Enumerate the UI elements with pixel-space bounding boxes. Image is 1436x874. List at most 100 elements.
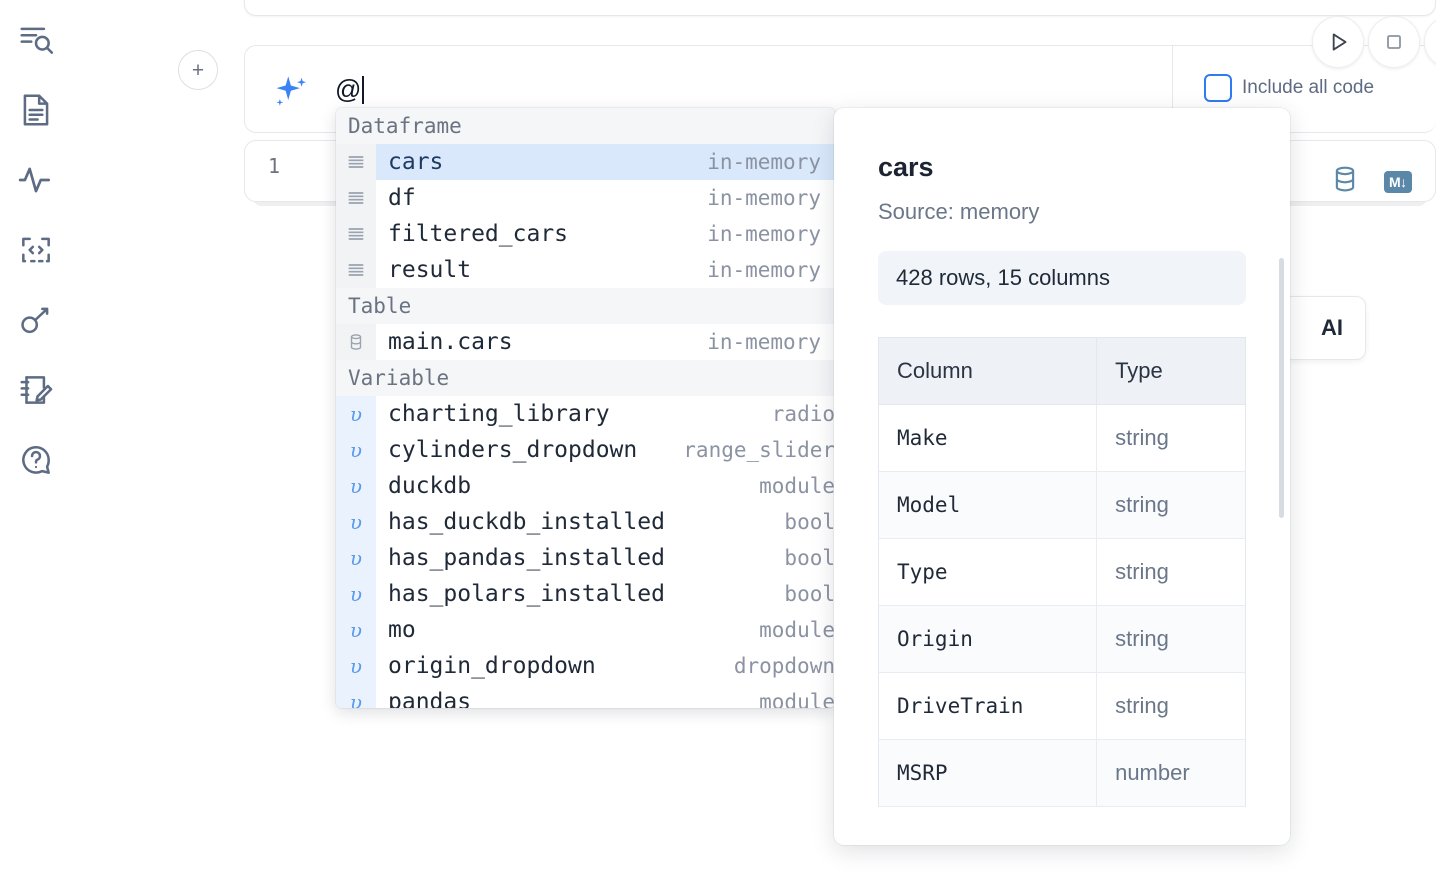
code-snippet-icon[interactable] xyxy=(14,228,58,272)
code-line-number: 1 xyxy=(268,154,281,178)
autocomplete-item[interactable]: υ has_duckdb_installed bool xyxy=(336,504,835,540)
detail-schema-table: Column Type Make string Model string Typ… xyxy=(878,337,1246,807)
include-all-code-label: Include all code xyxy=(1242,77,1375,98)
add-cell-button-top[interactable]: + xyxy=(178,50,218,90)
autocomplete-item[interactable]: υ charting_library radio xyxy=(336,396,835,432)
autocomplete-item-type: range_slider xyxy=(683,438,835,462)
cell-above[interactable] xyxy=(244,0,1436,16)
markdown-icon[interactable]: M↓ xyxy=(1384,170,1412,193)
variable-icon: υ xyxy=(336,432,376,468)
autocomplete-item[interactable]: filtered_cars in-memory xyxy=(336,216,835,252)
column-header-type: Type xyxy=(1096,337,1246,405)
autocomplete-item-name: df xyxy=(388,185,416,211)
autocomplete-item-name: has_polars_installed xyxy=(388,581,665,607)
detail-title: cars xyxy=(878,152,934,182)
autocomplete-item-name: has_pandas_installed xyxy=(388,545,665,571)
dataframe-icon xyxy=(336,216,376,252)
cell-column-type: string xyxy=(1096,672,1246,740)
variable-icon: υ xyxy=(336,504,376,540)
autocomplete-group-header-table: Table xyxy=(336,288,835,324)
table-row: Type string xyxy=(878,538,1246,606)
sparkle-icon xyxy=(269,72,311,119)
autocomplete-item-name: has_duckdb_installed xyxy=(388,509,665,535)
dataframe-icon xyxy=(336,252,376,288)
autocomplete-item[interactable]: main.cars in-memory xyxy=(336,324,835,360)
cell-column-type: string xyxy=(1096,538,1246,606)
table-row: Model string xyxy=(878,471,1246,539)
cell-column-name: Model xyxy=(878,471,1098,539)
variable-icon: υ xyxy=(336,468,376,504)
table-icon xyxy=(336,324,376,360)
document-icon[interactable] xyxy=(14,88,58,132)
dataframe-icon xyxy=(336,144,376,180)
table-row: DriveTrain string xyxy=(878,672,1246,740)
autocomplete-item[interactable]: υ duckdb module xyxy=(336,468,835,504)
autocomplete-item-type: dropdown xyxy=(733,654,835,678)
autocomplete-item[interactable]: υ origin_dropdown dropdown xyxy=(336,648,835,684)
run-button[interactable] xyxy=(1312,16,1364,68)
notebook-edit-icon[interactable] xyxy=(14,368,58,412)
column-header-column: Column xyxy=(878,337,1098,405)
autocomplete-item-type: in-memory xyxy=(707,150,821,174)
code-cell-toolbar: M↓ xyxy=(1330,164,1412,199)
cell-column-name: Origin xyxy=(878,605,1098,673)
autocomplete-item-type: bool xyxy=(784,510,835,534)
cell-column-type: string xyxy=(1096,471,1246,539)
cell-column-name: MSRP xyxy=(878,739,1098,807)
autocomplete-item-name: cars xyxy=(388,149,444,175)
autocomplete-group-header-dataframe: Dataframe xyxy=(336,108,835,144)
autocomplete-item-name: result xyxy=(388,257,472,283)
detail-scrollbar[interactable] xyxy=(1279,258,1284,518)
autocomplete-item-type: module xyxy=(759,690,835,708)
stop-button[interactable] xyxy=(1368,16,1420,68)
autocomplete-item[interactable]: υ pandas module xyxy=(336,684,835,708)
autocomplete-item[interactable]: cars in-memory xyxy=(336,144,835,180)
detail-shape-badge: 428 rows, 15 columns xyxy=(878,251,1246,305)
include-all-code-row[interactable]: Include all code xyxy=(1204,74,1374,102)
variable-icon: υ xyxy=(336,648,376,684)
file-search-icon[interactable] xyxy=(14,18,58,62)
autocomplete-item[interactable]: υ cylinders_dropdown range_slider xyxy=(336,432,835,468)
variable-icon: υ xyxy=(336,396,376,432)
table-row: Make string xyxy=(878,404,1246,472)
table-row: Origin string xyxy=(878,605,1246,673)
include-all-code-checkbox[interactable] xyxy=(1204,74,1232,102)
cell-column-name: Type xyxy=(878,538,1098,606)
autocomplete-item-name: cylinders_dropdown xyxy=(388,437,638,463)
ai-prompt-input[interactable]: @ xyxy=(335,72,365,106)
cell-column-type: number xyxy=(1096,739,1246,807)
autocomplete-item-name: pandas xyxy=(388,689,472,708)
ai-prompt-value: @ xyxy=(335,74,362,104)
table-header-row: Column Type xyxy=(878,337,1246,405)
autocomplete-item-type: bool xyxy=(784,582,835,606)
autocomplete-dropdown[interactable]: Dataframe cars in-memory df in-memory xyxy=(336,108,835,708)
autocomplete-item[interactable]: υ mo module xyxy=(336,612,835,648)
activity-icon[interactable] xyxy=(14,158,58,202)
autocomplete-group-header-variable: Variable xyxy=(336,360,835,396)
autocomplete-item-type: in-memory xyxy=(707,186,821,210)
autocomplete-item[interactable]: result in-memory xyxy=(336,252,835,288)
help-chat-icon[interactable] xyxy=(14,438,58,482)
autocomplete-item-name: duckdb xyxy=(388,473,472,499)
autocomplete-item[interactable]: df in-memory xyxy=(336,180,835,216)
table-row: MSRP number xyxy=(878,739,1246,807)
text-caret xyxy=(362,76,365,104)
autocomplete-item-type: in-memory xyxy=(707,330,821,354)
autocomplete-item[interactable]: υ has_polars_installed bool xyxy=(336,576,835,612)
database-icon[interactable] xyxy=(1330,164,1360,199)
autocomplete-item-name: filtered_cars xyxy=(388,221,569,247)
cell-column-type: string xyxy=(1096,404,1246,472)
autocomplete-item-type: module xyxy=(759,474,835,498)
autocomplete-item[interactable]: υ has_pandas_installed bool xyxy=(336,540,835,576)
key-icon[interactable] xyxy=(14,298,58,342)
variable-icon: υ xyxy=(336,540,376,576)
autocomplete-item-type: in-memory xyxy=(707,258,821,282)
autocomplete-item-type: radio xyxy=(771,402,835,426)
variable-icon: υ xyxy=(336,576,376,612)
cell-column-name: DriveTrain xyxy=(878,672,1098,740)
autocomplete-item-name: main.cars xyxy=(388,329,513,355)
variable-icon: υ xyxy=(336,684,376,708)
variable-icon: υ xyxy=(336,612,376,648)
autocomplete-item-type: bool xyxy=(784,546,835,570)
